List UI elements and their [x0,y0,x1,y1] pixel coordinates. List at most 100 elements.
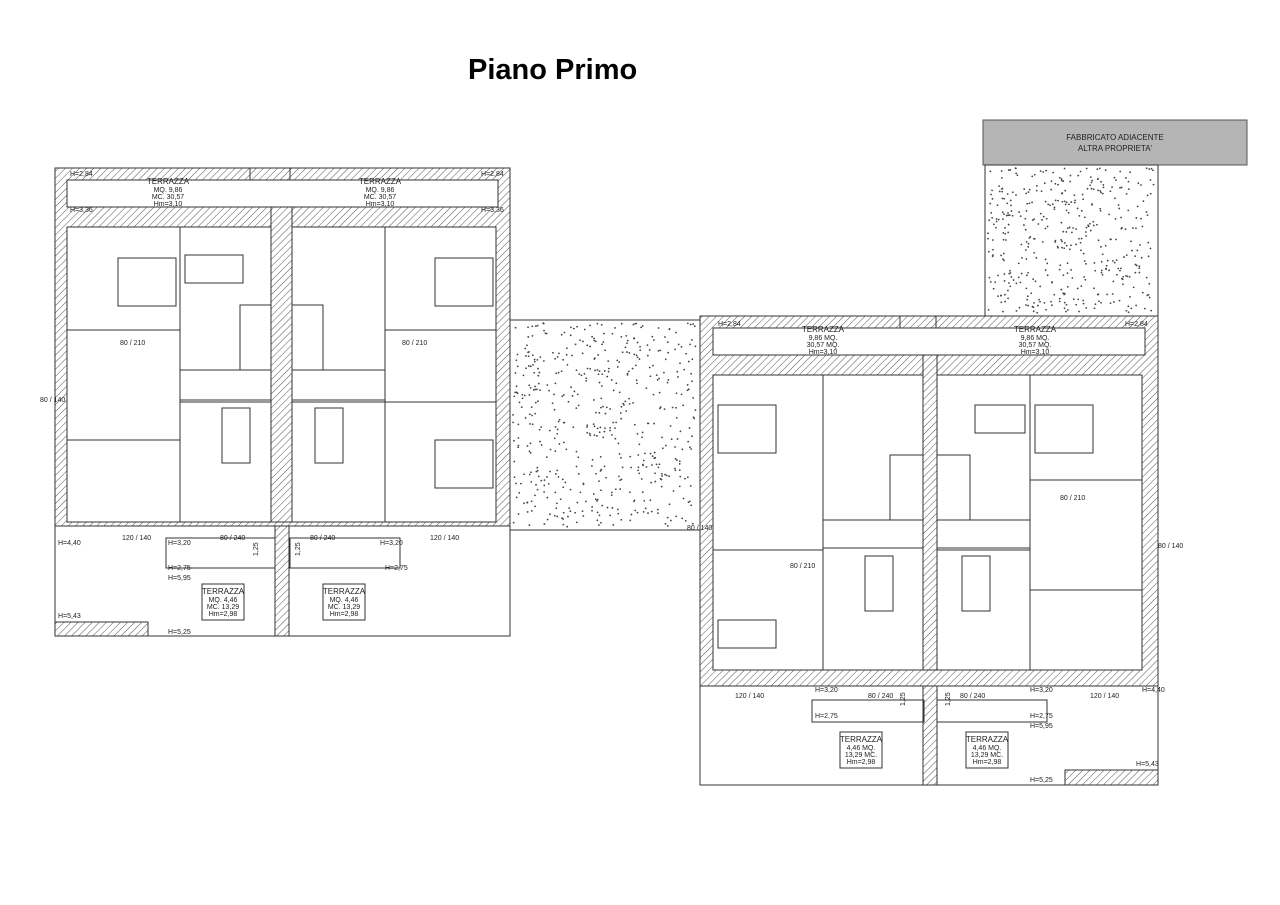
gravel-dot [1002,238,1005,241]
gravel-dot [1006,193,1009,195]
gravel-dot [1046,262,1049,265]
gravel-dot [682,404,685,407]
terrace-upper-1: TERRAZZA MQ. 9,86 MC. 30,57 Hm=3,10 [147,177,190,208]
gravel-dot [1066,309,1069,311]
gravel-dot [1024,249,1027,251]
gravel-dot [1122,283,1124,286]
gravel-dot [987,308,990,311]
gravel-dot [609,429,611,432]
gravel-dot [656,508,659,511]
gravel-dot [628,351,631,354]
terrace-lower-3: TERRAZZA 4,46 MQ. 13,29 MC. Hm=2,98 [839,731,883,769]
gravel-dot [691,358,694,361]
gravel-dot [528,413,531,416]
gravel-dot [1054,239,1057,242]
gravel-dot [612,421,615,424]
gravel-dot [1003,259,1005,262]
gravel-dot [679,362,681,365]
gravel-dot [524,417,527,419]
gravel-dot [622,402,625,405]
gravel-dot [1083,276,1086,278]
gravel-dot [1046,225,1049,228]
gravel-dot [524,347,527,350]
gravel-dot [545,332,548,335]
gravel-dot [679,430,682,433]
gravel-dot [594,340,597,343]
gravel-dot [1007,297,1009,300]
gravel-dot [596,511,599,514]
gravel-dot [534,401,537,404]
gravel-dot [1100,260,1103,263]
gravel-dot [539,389,541,392]
gravel-dot [1060,238,1063,241]
gravel-dot [1010,210,1013,212]
gravel-dot [562,441,565,444]
gravel-dot [538,428,541,431]
gravel-dot [646,344,649,347]
annotation-text: H=5,95 [168,575,191,582]
gravel-dot [1082,198,1084,201]
gravel-dot [1015,172,1018,175]
gravel-dot [1134,271,1137,274]
gravel-dot [1146,214,1149,217]
gravel-dot [593,339,596,342]
gravel-dot [611,506,614,509]
gravel-dot [537,367,539,370]
gravel-dot [675,392,678,395]
gravel-dot [1027,271,1029,274]
gravel-dot [647,512,649,514]
gravel-dot [674,457,677,460]
gravel-dot [995,218,998,220]
gravel-dot [539,356,542,359]
gravel-dot [683,477,686,480]
gravel-dot [514,372,517,374]
gravel-dot [1083,260,1086,262]
gravel-dot [687,388,690,391]
gravel-dot [1062,180,1065,182]
gravel-dot [554,357,557,360]
gravel-dot [612,389,615,392]
gravel-dot [523,473,526,476]
gravel-dot [659,407,661,410]
gravel-dot [1104,169,1107,172]
gravel-dot [553,514,556,517]
gravel-dot [636,511,639,514]
gravel-dot [592,423,595,426]
gravel-dot [1010,276,1013,278]
gravel-dot [1136,249,1139,252]
gravel-dot [1073,201,1076,204]
gravel-dot [1085,235,1088,237]
gravel-dot [661,436,663,439]
gravel-dot [1097,239,1100,242]
gravel-dot [1002,252,1005,255]
gravel-dot [1085,306,1088,309]
gravel-dot [668,328,671,331]
gravel-dot [666,381,669,384]
annotation-text: 80 / 140 [1158,543,1183,550]
gravel-dot [586,431,589,434]
gravel-dot [1041,241,1044,243]
gravel-dot [1004,293,1006,296]
bed-icon [434,439,494,489]
annotation-text: 80 / 240 [310,535,335,542]
gravel-dot [1078,215,1081,217]
height-annotations: H=2,84 H=2,84 H=3,36 H=3,36 H=4,40 H=3,2… [58,171,1165,784]
gravel-dot [545,456,548,459]
gravel-dot [611,332,614,335]
gravel-dot [992,248,994,251]
gravel-dot [1015,282,1018,285]
gravel-dot [572,426,575,429]
gravel-dot [515,391,518,394]
gravel-dot [1094,303,1097,306]
gravel-dot [543,329,545,332]
gravel-dot [1019,215,1022,217]
gravel-dot [586,367,589,370]
gravel-dot [1114,179,1117,182]
gravel-dot [987,232,989,235]
gravel-dot [1036,304,1039,307]
gravel-dot [1023,188,1026,191]
annotation-text: H=5,43 [58,613,81,620]
gravel-dot [1002,310,1004,313]
gravel-dot [556,515,559,518]
gravel-dot [549,448,552,451]
